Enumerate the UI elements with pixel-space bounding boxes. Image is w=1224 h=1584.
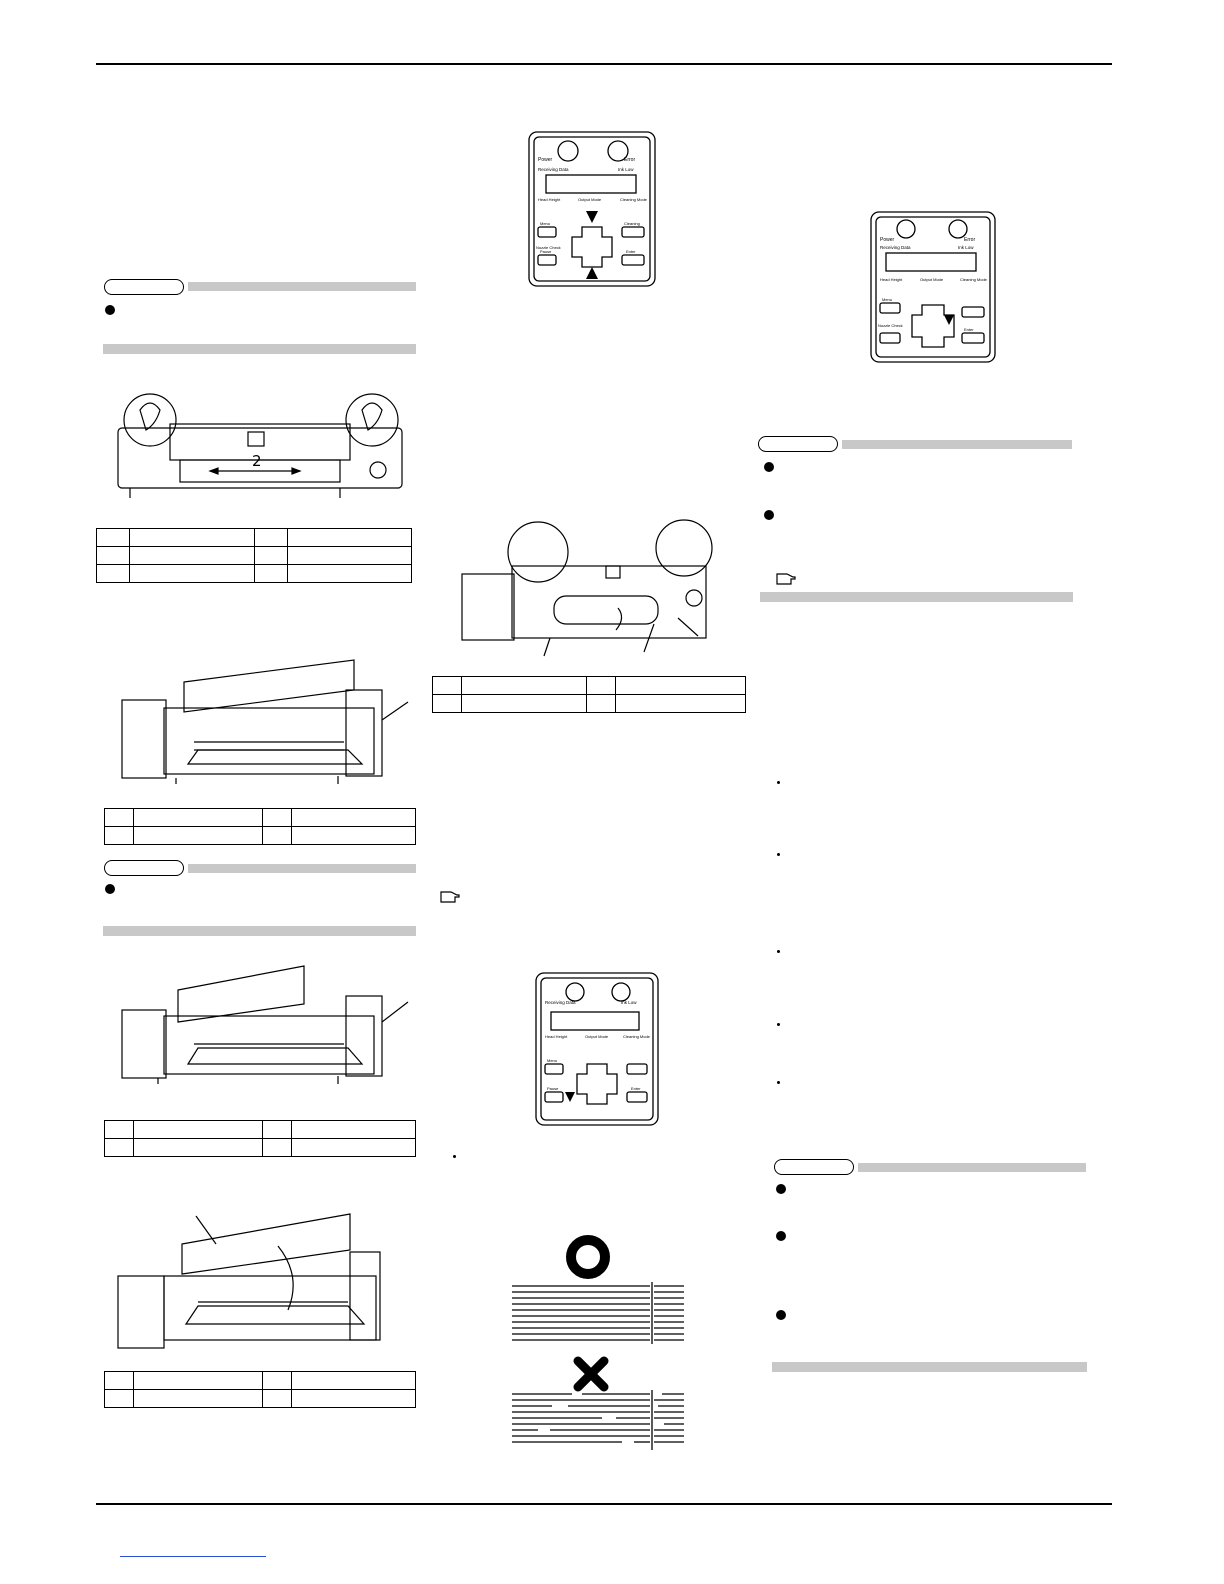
operation-panel-illustration: Power Error Receiving Data Ink Low Head … [870, 211, 996, 363]
svg-text:Output Mode: Output Mode [585, 1034, 609, 1039]
svg-text:Receiving Data: Receiving Data [538, 167, 569, 172]
footer-rule [96, 1503, 1112, 1505]
bullet-dot-icon [776, 1184, 786, 1194]
svg-text:Output Mode: Output Mode [578, 197, 602, 202]
svg-text:Nozzle Check: Nozzle Check [536, 245, 561, 250]
svg-text:Cleaning Mode: Cleaning Mode [960, 277, 988, 282]
operation-panel-illustration: Receiving Data Ink Low Head Height Outpu… [535, 972, 659, 1126]
printer-close-illustration [117, 1213, 381, 1349]
pointing-hand-icon [776, 573, 796, 585]
bullet-dot-icon [777, 853, 780, 856]
section-bar [103, 926, 416, 936]
svg-text:Nozzle Check: Nozzle Check [878, 323, 903, 328]
bullet-dot-icon [776, 1231, 786, 1241]
svg-text:Head Height: Head Height [538, 197, 561, 202]
svg-text:Power: Power [538, 157, 553, 163]
section-bar [103, 344, 416, 354]
parts-table [432, 676, 746, 713]
note-label-icon [758, 436, 838, 452]
note-label-icon [774, 1159, 854, 1175]
svg-text:Receiving Data: Receiving Data [880, 245, 911, 250]
bullet-dot-icon [764, 462, 774, 472]
note-header-bar [188, 864, 416, 873]
svg-text:Cleaning Mode: Cleaning Mode [623, 1034, 651, 1039]
svg-text:Receiving Data: Receiving Data [545, 1000, 576, 1005]
parts-table [104, 808, 416, 845]
nozzle-pattern-good [512, 1282, 684, 1344]
note-label-icon [104, 860, 184, 876]
parts-table [104, 1120, 416, 1157]
svg-text:Menu: Menu [882, 297, 892, 302]
pointing-hand-icon [440, 891, 460, 903]
footer-link[interactable] [120, 1556, 266, 1557]
section-bar [772, 1362, 1087, 1372]
svg-text:Head Height: Head Height [880, 277, 903, 282]
bullet-dot-icon [777, 1023, 780, 1026]
printer-rear-illustration: 2 [117, 393, 403, 498]
bullet-dot-icon [105, 305, 115, 315]
parts-table [104, 1371, 416, 1408]
nozzle-pattern-bad [512, 1390, 684, 1450]
printer-front-illustration [121, 659, 409, 784]
svg-text:Pause: Pause [547, 1086, 559, 1091]
bullet-dot-icon [777, 950, 780, 953]
note-label-icon [104, 279, 184, 295]
svg-text:Menu: Menu [540, 221, 550, 226]
bullet-dot-icon [776, 1310, 786, 1320]
svg-text:Enter: Enter [626, 249, 636, 254]
svg-text:Head Height: Head Height [545, 1034, 568, 1039]
svg-text:Cleaning Mode: Cleaning Mode [620, 197, 648, 202]
svg-text:Ink Low: Ink Low [618, 167, 634, 172]
svg-text:Menu: Menu [547, 1058, 557, 1063]
operation-panel-illustration: Power Error Receiving Data Ink Low Head … [528, 131, 656, 287]
svg-text:Power: Power [880, 237, 895, 243]
note-header-bar [188, 282, 416, 291]
section-bar [760, 592, 1073, 602]
svg-text:Error: Error [624, 157, 635, 163]
cross-ng-icon [573, 1356, 609, 1392]
svg-text:Enter: Enter [964, 327, 974, 332]
bullet-dot-icon [105, 884, 115, 894]
header-rule [96, 63, 1112, 65]
svg-text:Pause: Pause [540, 249, 552, 254]
svg-text:Cleaning: Cleaning [624, 221, 640, 226]
svg-text:Ink Low: Ink Low [958, 245, 974, 250]
note-header-bar [842, 440, 1072, 449]
bullet-dot-icon [777, 781, 780, 784]
printer-roll-illustration [461, 519, 713, 657]
printer-open-illustration [121, 965, 409, 1084]
bullet-dot-icon [777, 1081, 780, 1084]
bullet-dot-icon [764, 510, 774, 520]
svg-text:Error: Error [964, 237, 975, 243]
parts-table [96, 528, 412, 583]
figure-label: 2 [252, 452, 262, 470]
svg-text:Ink Low: Ink Low [621, 1000, 637, 1005]
bullet-dot-icon [453, 1155, 456, 1158]
svg-text:Enter: Enter [631, 1086, 641, 1091]
svg-text:Output Mode: Output Mode [920, 277, 944, 282]
note-header-bar [858, 1163, 1086, 1172]
circle-ok-icon [566, 1235, 610, 1279]
